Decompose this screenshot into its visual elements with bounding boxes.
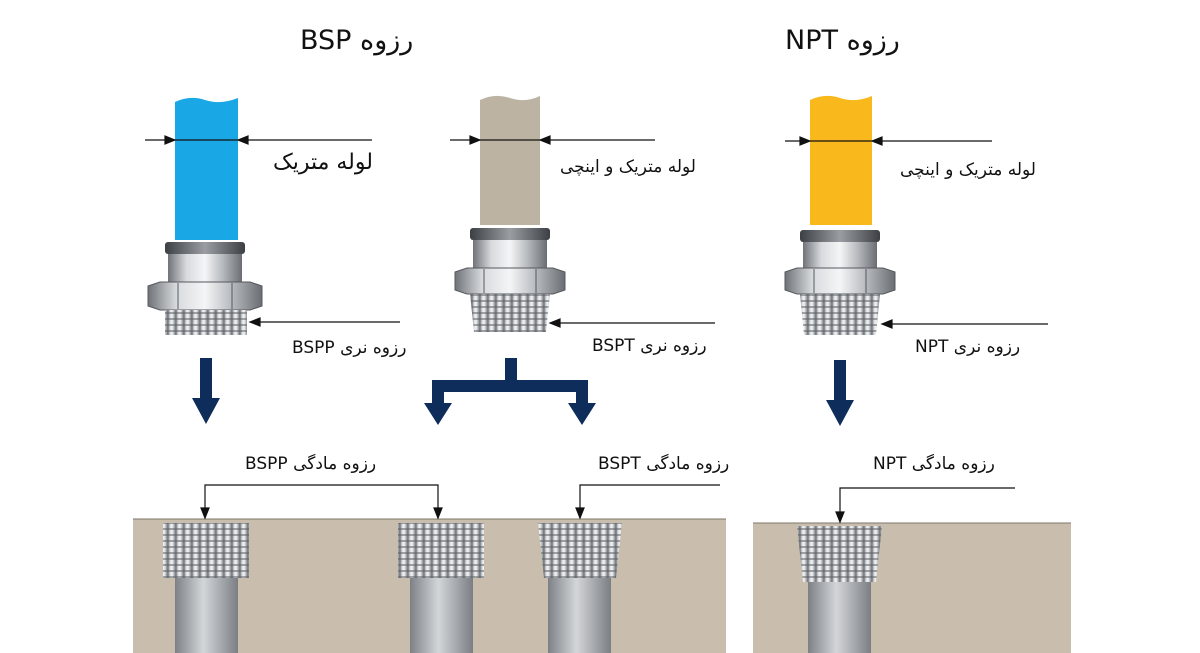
label-female-bspt: رزوه مادگی BSPT [598,454,730,474]
male-leaders [248,317,1048,329]
female-body-bsp [133,518,726,653]
down-arrow-icon [192,358,220,424]
dimension-lines [145,135,992,146]
title-npt: رزوه NPT [785,25,900,56]
female-body-npt [753,522,1071,653]
label-male-bspp: رزوه نری BSPP [292,338,407,358]
pipe-blue [175,97,238,241]
fitting-npt [784,95,896,335]
label-pipe-metric-inch-2: لوله متریک و اینچی [900,160,1036,180]
label-pipe-metric: لوله متریک [273,150,373,175]
pipe-yellow [810,95,872,226]
label-female-bspp: رزوه مادگی BSPP [245,454,377,474]
label-female-npt: رزوه مادگی NPT [873,454,995,474]
female-leaders [200,484,1015,524]
split-arrow-icon [424,358,596,425]
down-arrow-icon [826,360,854,426]
fitting-bspp [147,97,263,335]
label-male-bspt: رزوه نری BSPT [592,336,707,356]
title-bsp: رزوه BSP [300,25,414,56]
pipe-gray [480,95,540,226]
label-male-npt: رزوه نری NPT [915,337,1021,357]
fitting-bspt [454,95,566,332]
label-pipe-metric-inch-1: لوله متریک و اینچی [560,157,696,177]
